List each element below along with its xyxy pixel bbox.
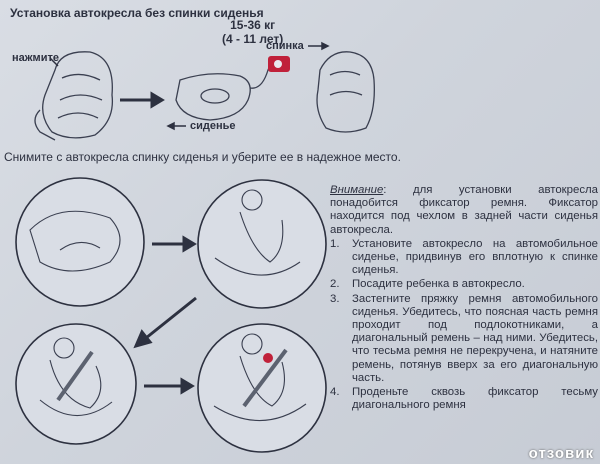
backrest-label: спинка xyxy=(266,40,304,52)
instruction-text: Снимите с автокресла спинку сиденья и уб… xyxy=(4,150,401,164)
instructions-panel: Внимание: для установки автокресла понад… xyxy=(330,184,598,412)
arrow-circle1-to-2-icon xyxy=(152,235,197,253)
step-item: 4.Проденьте сквозь фиксатор тесьму диаго… xyxy=(330,386,598,412)
step-item: 3.Застегните пряжку ремня автомобильного… xyxy=(330,292,598,384)
step-item: 1.Установите автокресло на автомобильное… xyxy=(330,237,598,277)
weight-label: 15-36 кг xyxy=(230,18,276,32)
age-label: (4 - 11 лет) xyxy=(222,32,284,46)
seat-label: сиденье xyxy=(190,120,236,132)
attention-label: Внимание xyxy=(330,184,384,196)
panel-intro: Внимание: для установки автокресла понад… xyxy=(330,184,598,237)
belt-clip-mark xyxy=(263,353,273,363)
press-label: нажмите xyxy=(12,52,59,64)
arrow-right-icon xyxy=(120,91,165,109)
intro-text: : для установки автокресла понадобится ф… xyxy=(330,184,598,236)
booster-seat-drawing xyxy=(175,57,281,121)
step-circle-3 xyxy=(15,323,137,445)
step-item: 2.Посадите ребенка в автокресло. xyxy=(330,278,525,291)
arrow-seat-icon xyxy=(166,121,175,131)
step-circle-2 xyxy=(197,179,327,309)
belt-lines xyxy=(56,348,288,408)
arrow-circle2-to-3-icon xyxy=(133,296,197,349)
page-title: Установка автокресла без спинки сиденья xyxy=(10,6,264,20)
seat-with-back-drawing xyxy=(34,51,114,141)
belt-clip-drawing xyxy=(268,56,290,72)
watermark-logo: отзовик xyxy=(528,445,594,462)
step-circle-4 xyxy=(197,323,327,453)
arrow-circle3-to-4-icon xyxy=(144,377,195,395)
backrest-drawing xyxy=(316,51,375,133)
weight-range: 15-36 кг (4 - 11 лет) xyxy=(222,18,283,46)
arrow-backrest-icon xyxy=(321,41,330,51)
